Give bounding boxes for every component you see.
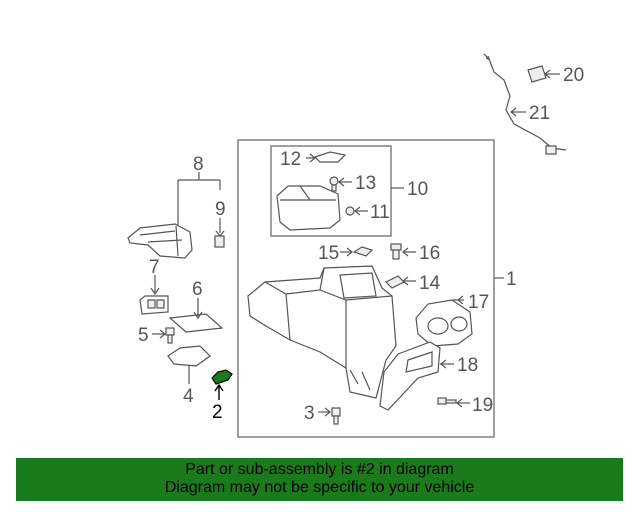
callout-6: 6 [192, 279, 203, 300]
callout-2: 2 [212, 402, 223, 423]
callout-4: 4 [183, 386, 194, 407]
bracket-8 [177, 172, 221, 228]
trim-14-part [384, 275, 416, 289]
screw-19-part [437, 397, 470, 408]
banner-line-1: Part or sub-assembly is #2 in diagram [185, 461, 454, 478]
screw-11-part [345, 206, 368, 216]
switch-panel-7 [139, 275, 169, 315]
clip-9-part [214, 218, 225, 248]
mat-6-part [168, 298, 224, 333]
console-body-part [247, 265, 504, 399]
bracket-4-part [167, 345, 211, 384]
lid-trim-12 [306, 151, 347, 163]
wire-harness-part [483, 53, 567, 155]
cupholder-17-part [415, 295, 473, 347]
assembly-box [237, 139, 495, 438]
highlighted-part-2 [211, 369, 233, 400]
callout-8: 8 [193, 154, 204, 175]
callout-15: 15 [318, 243, 339, 264]
callout-13: 13 [355, 173, 376, 194]
callout-20: 20 [563, 65, 584, 86]
callout-17: 17 [468, 292, 489, 313]
screw-3-part [318, 407, 341, 425]
callout-16: 16 [419, 243, 440, 264]
callout-21: 21 [529, 103, 550, 124]
callout-19: 19 [472, 395, 493, 416]
callout-9: 9 [215, 199, 226, 220]
callout-12: 12 [280, 149, 301, 170]
screw-16-part [390, 243, 416, 260]
armrest-lid-part [276, 185, 404, 231]
shift-bezel-part [127, 223, 193, 259]
callout-3: 3 [304, 403, 315, 424]
callout-18: 18 [457, 355, 478, 376]
info-banner: Part or sub-assembly is #2 in diagram Di… [16, 458, 623, 501]
screw-5-part [152, 327, 175, 344]
clip-15-part [340, 246, 374, 257]
callout-10: 10 [407, 179, 428, 200]
callout-7: 7 [149, 257, 160, 278]
callout-1: 1 [506, 269, 517, 290]
armrest-subassembly-box [270, 145, 392, 237]
screw-13-part [329, 176, 352, 192]
callout-14: 14 [419, 273, 441, 294]
callout-5: 5 [138, 325, 149, 346]
callout-11: 11 [370, 202, 390, 223]
panel-18-part [379, 341, 454, 411]
banner-line-2: Diagram may not be specific to your vehi… [164, 479, 475, 496]
